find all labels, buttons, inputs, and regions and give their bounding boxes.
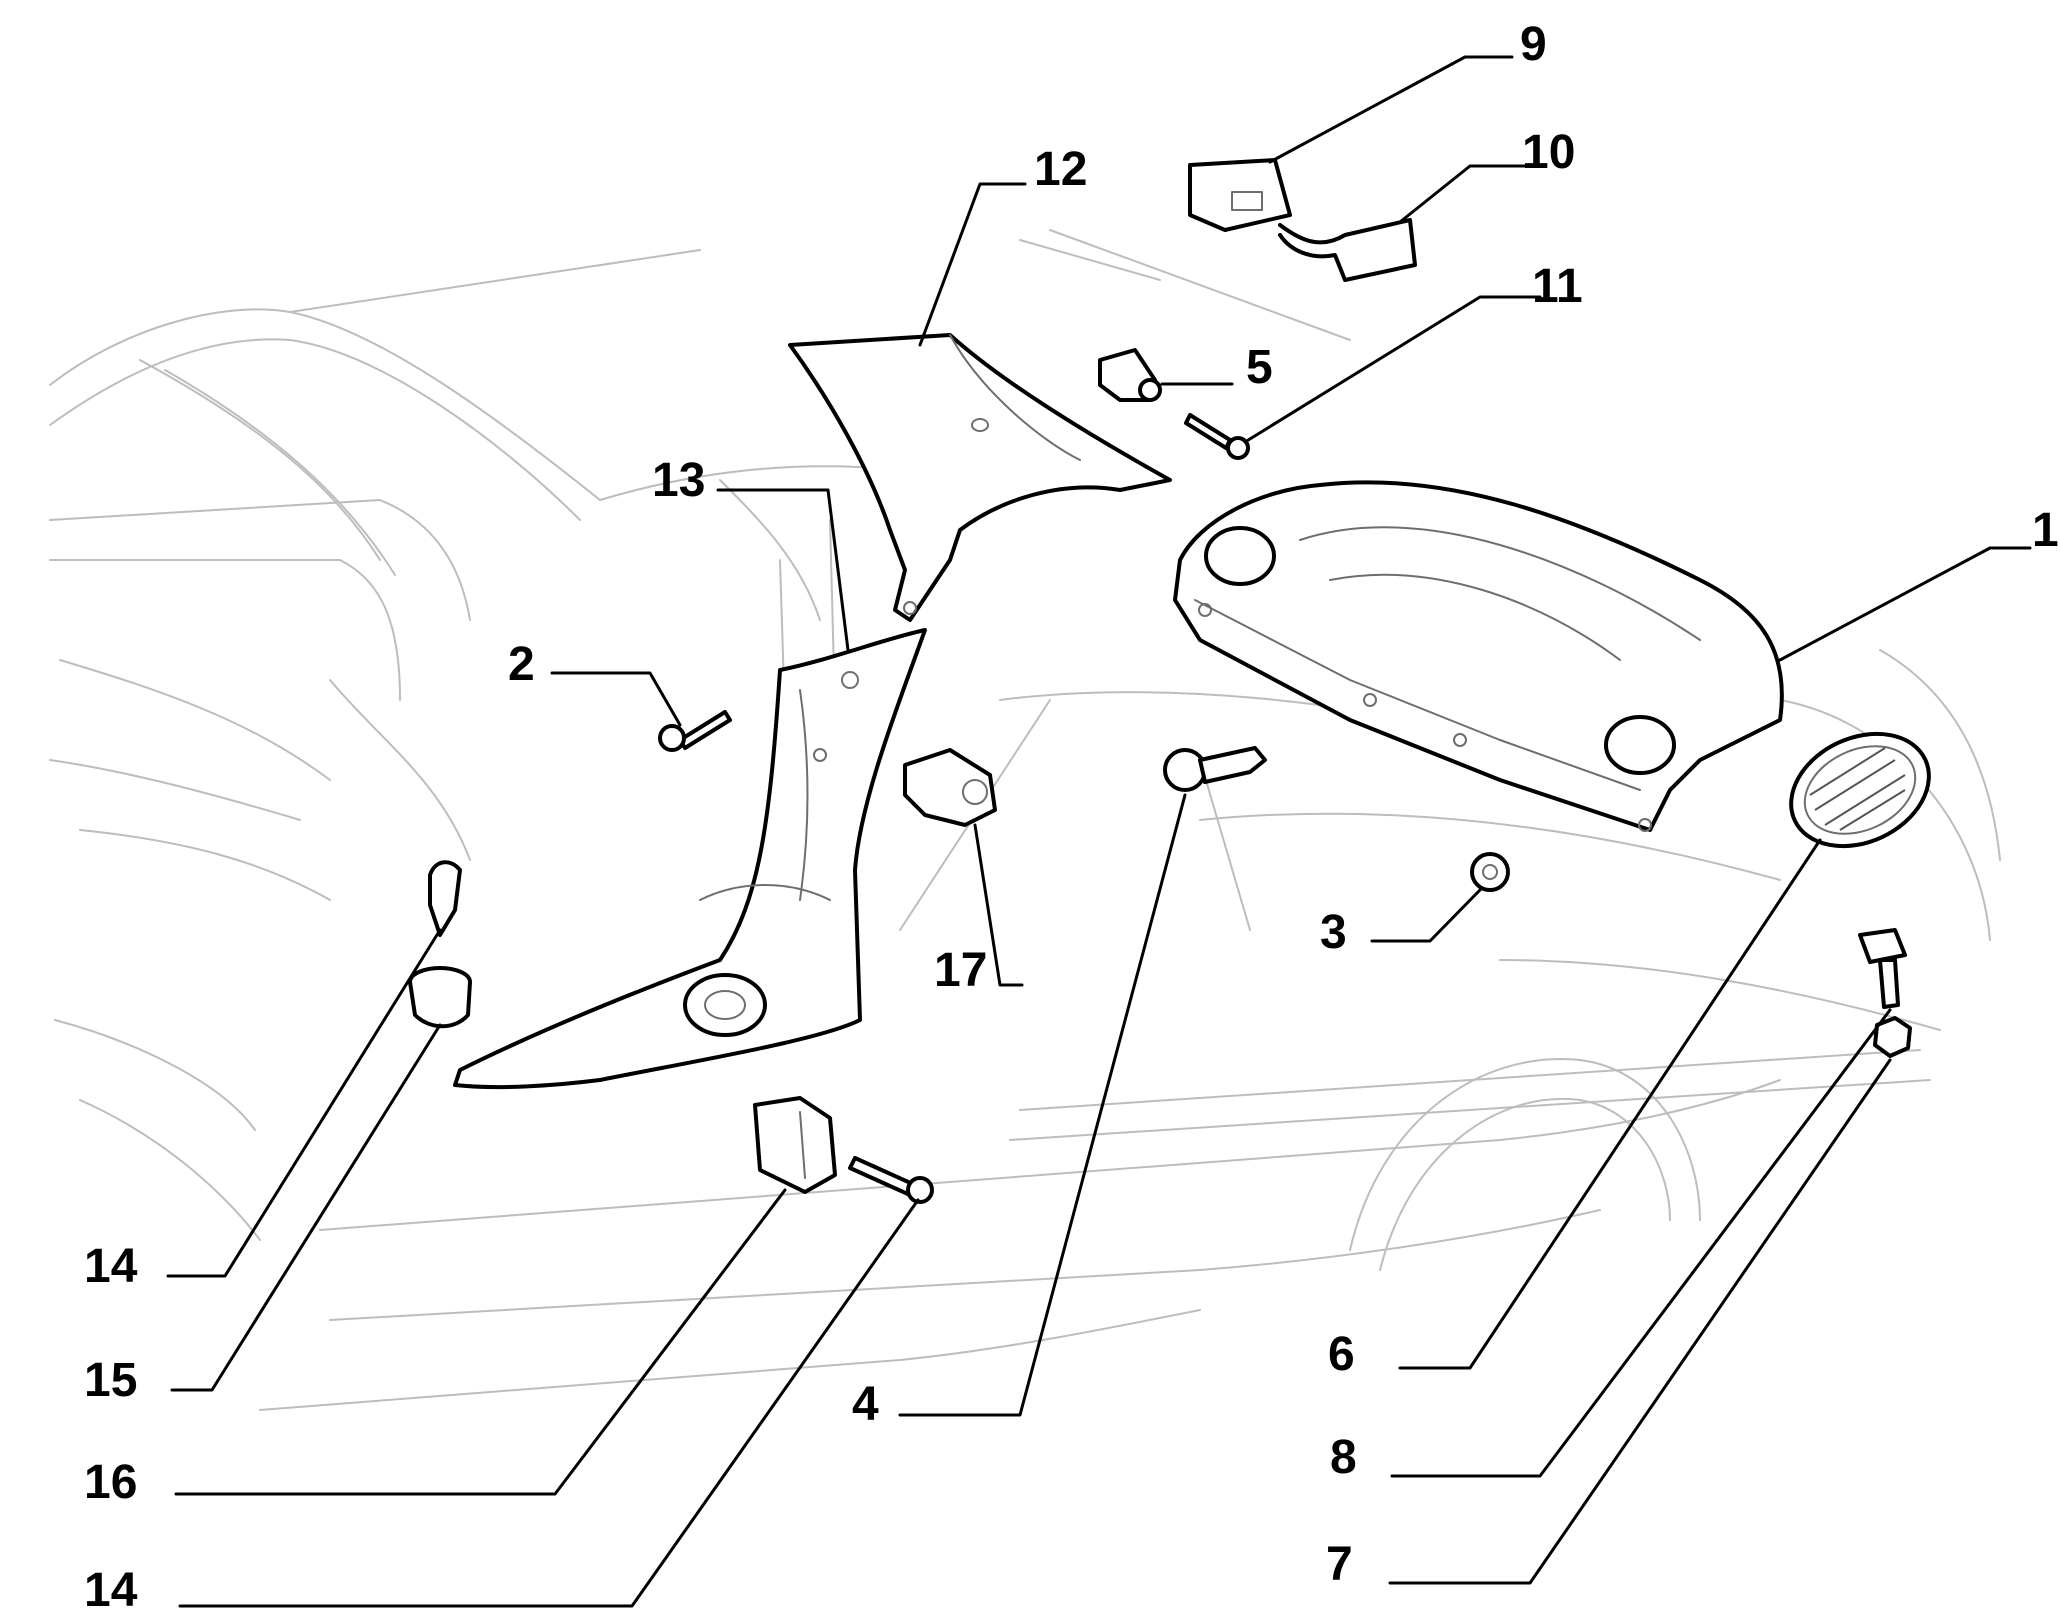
- lower-side-trim-part: [453, 628, 927, 1090]
- callout-7: 7: [1326, 1538, 1353, 1591]
- callout-13: 13: [652, 454, 705, 507]
- leader-14a: [166, 928, 442, 1278]
- leader-9: [1268, 55, 1514, 164]
- callout-4: 4: [852, 1378, 879, 1431]
- callout-2: 2: [508, 638, 535, 691]
- leader-2: [550, 671, 682, 727]
- callout-10: 10: [1522, 126, 1575, 179]
- leader-17: [973, 823, 1024, 987]
- car-body-outline: [49, 229, 2001, 1411]
- callout-15: 15: [84, 1354, 137, 1407]
- clip-part-16: [753, 1096, 837, 1194]
- leader-1: [1778, 546, 2032, 662]
- leader-11: [1243, 295, 1542, 444]
- callout-9: 9: [1520, 18, 1547, 71]
- leader-lines: [166, 55, 2032, 1608]
- bolt-part-14: [848, 1156, 934, 1204]
- fastener-clip-part-17: [903, 748, 997, 827]
- callout-14-lower: 14: [84, 1564, 138, 1609]
- callout-12: 12: [1034, 143, 1087, 196]
- bolt-part-2: [658, 710, 732, 752]
- parcel-shelf-part: [1173, 480, 1784, 832]
- nut-part-3: [1470, 852, 1510, 892]
- screw-part-14: [428, 860, 462, 937]
- speaker-grille-part-6: [1789, 731, 1931, 849]
- leader-3: [1370, 888, 1482, 943]
- connector-part: [1278, 218, 1417, 282]
- callout-5: 5: [1246, 341, 1273, 394]
- switch-part: [1188, 158, 1292, 232]
- clip-part: [1098, 348, 1162, 402]
- leader-10: [1398, 164, 1532, 224]
- t-bolt-part-8: [1858, 928, 1907, 1009]
- leader-6: [1398, 838, 1822, 1370]
- hex-nut-part-7: [1873, 1016, 1912, 1058]
- callout-11: 11: [1532, 260, 1583, 313]
- leader-14b: [178, 1198, 920, 1608]
- grommet-part-15: [408, 966, 472, 1029]
- leader-12: [918, 182, 1027, 347]
- callout-1: 1: [2032, 504, 2059, 557]
- callout-6: 6: [1328, 1328, 1355, 1381]
- callout-labels: 1 2 3 4 5 6 7 8 9 10 11 12 13 14 15 16 1…: [84, 18, 2059, 1609]
- leader-15: [170, 1023, 442, 1392]
- leader-8: [1390, 1008, 1892, 1478]
- screw-part-11: [1184, 413, 1250, 460]
- push-pin-part-4: [1163, 746, 1267, 792]
- leader-7: [1388, 1058, 1892, 1585]
- upper-side-trim-part: [788, 333, 1172, 622]
- leader-16: [174, 1188, 787, 1496]
- leader-13: [716, 488, 850, 652]
- callout-3: 3: [1320, 906, 1347, 959]
- callout-8: 8: [1330, 1431, 1357, 1484]
- callout-17: 17: [934, 944, 987, 997]
- leader-4: [898, 793, 1187, 1417]
- callout-16: 16: [84, 1456, 137, 1509]
- callout-14-upper: 14: [84, 1240, 138, 1293]
